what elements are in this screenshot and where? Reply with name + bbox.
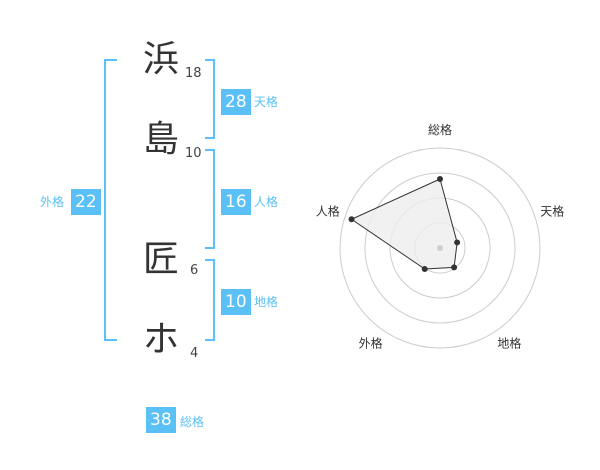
chikaku-value: 10 bbox=[221, 289, 251, 315]
radar-axis-label: 人格 bbox=[316, 204, 340, 219]
name-char-2: 島 bbox=[142, 119, 179, 160]
soukaku-label: 総格 bbox=[180, 415, 205, 429]
tenkaku-label: 天格 bbox=[254, 95, 279, 109]
soukaku-value: 38 bbox=[146, 407, 176, 433]
chikaku-bracket bbox=[205, 259, 215, 341]
stroke-count-3: 6 bbox=[190, 263, 199, 278]
stroke-count-4: 4 bbox=[190, 346, 199, 361]
gaikaku-value: 22 bbox=[71, 189, 101, 215]
radar-points bbox=[348, 176, 461, 273]
gaikaku-label: 外格 bbox=[40, 195, 65, 209]
stroke-count-1: 18 bbox=[185, 66, 202, 81]
radar-ring bbox=[339, 147, 541, 349]
radar-point bbox=[451, 264, 458, 271]
radar-axis-label: 総格 bbox=[428, 122, 452, 137]
radar-point bbox=[421, 266, 428, 273]
tenkaku-bracket bbox=[205, 59, 215, 139]
jinkaku-label: 人格 bbox=[254, 195, 279, 209]
radar-axis-label: 地格 bbox=[497, 335, 521, 350]
tenkaku-value: 28 bbox=[221, 89, 251, 115]
radar-axis-label: 外格 bbox=[359, 335, 383, 350]
radar-data-polygon bbox=[350, 178, 458, 270]
gaikaku-bracket bbox=[104, 59, 117, 341]
name-char-3: 匠 bbox=[142, 239, 179, 280]
jinkaku-bracket bbox=[205, 149, 215, 249]
radar-point bbox=[454, 239, 461, 246]
radar-axis-label: 天格 bbox=[540, 204, 564, 219]
radar-point bbox=[348, 216, 355, 223]
radar-ring bbox=[364, 172, 516, 324]
radar-center-dot bbox=[437, 245, 443, 251]
chikaku-label: 地格 bbox=[254, 295, 279, 309]
name-char-4: ホ bbox=[142, 319, 179, 360]
radar-point bbox=[437, 176, 443, 182]
jinkaku-value: 16 bbox=[221, 189, 251, 215]
stroke-count-2: 10 bbox=[185, 146, 202, 161]
name-char-1: 浜 bbox=[142, 39, 179, 80]
